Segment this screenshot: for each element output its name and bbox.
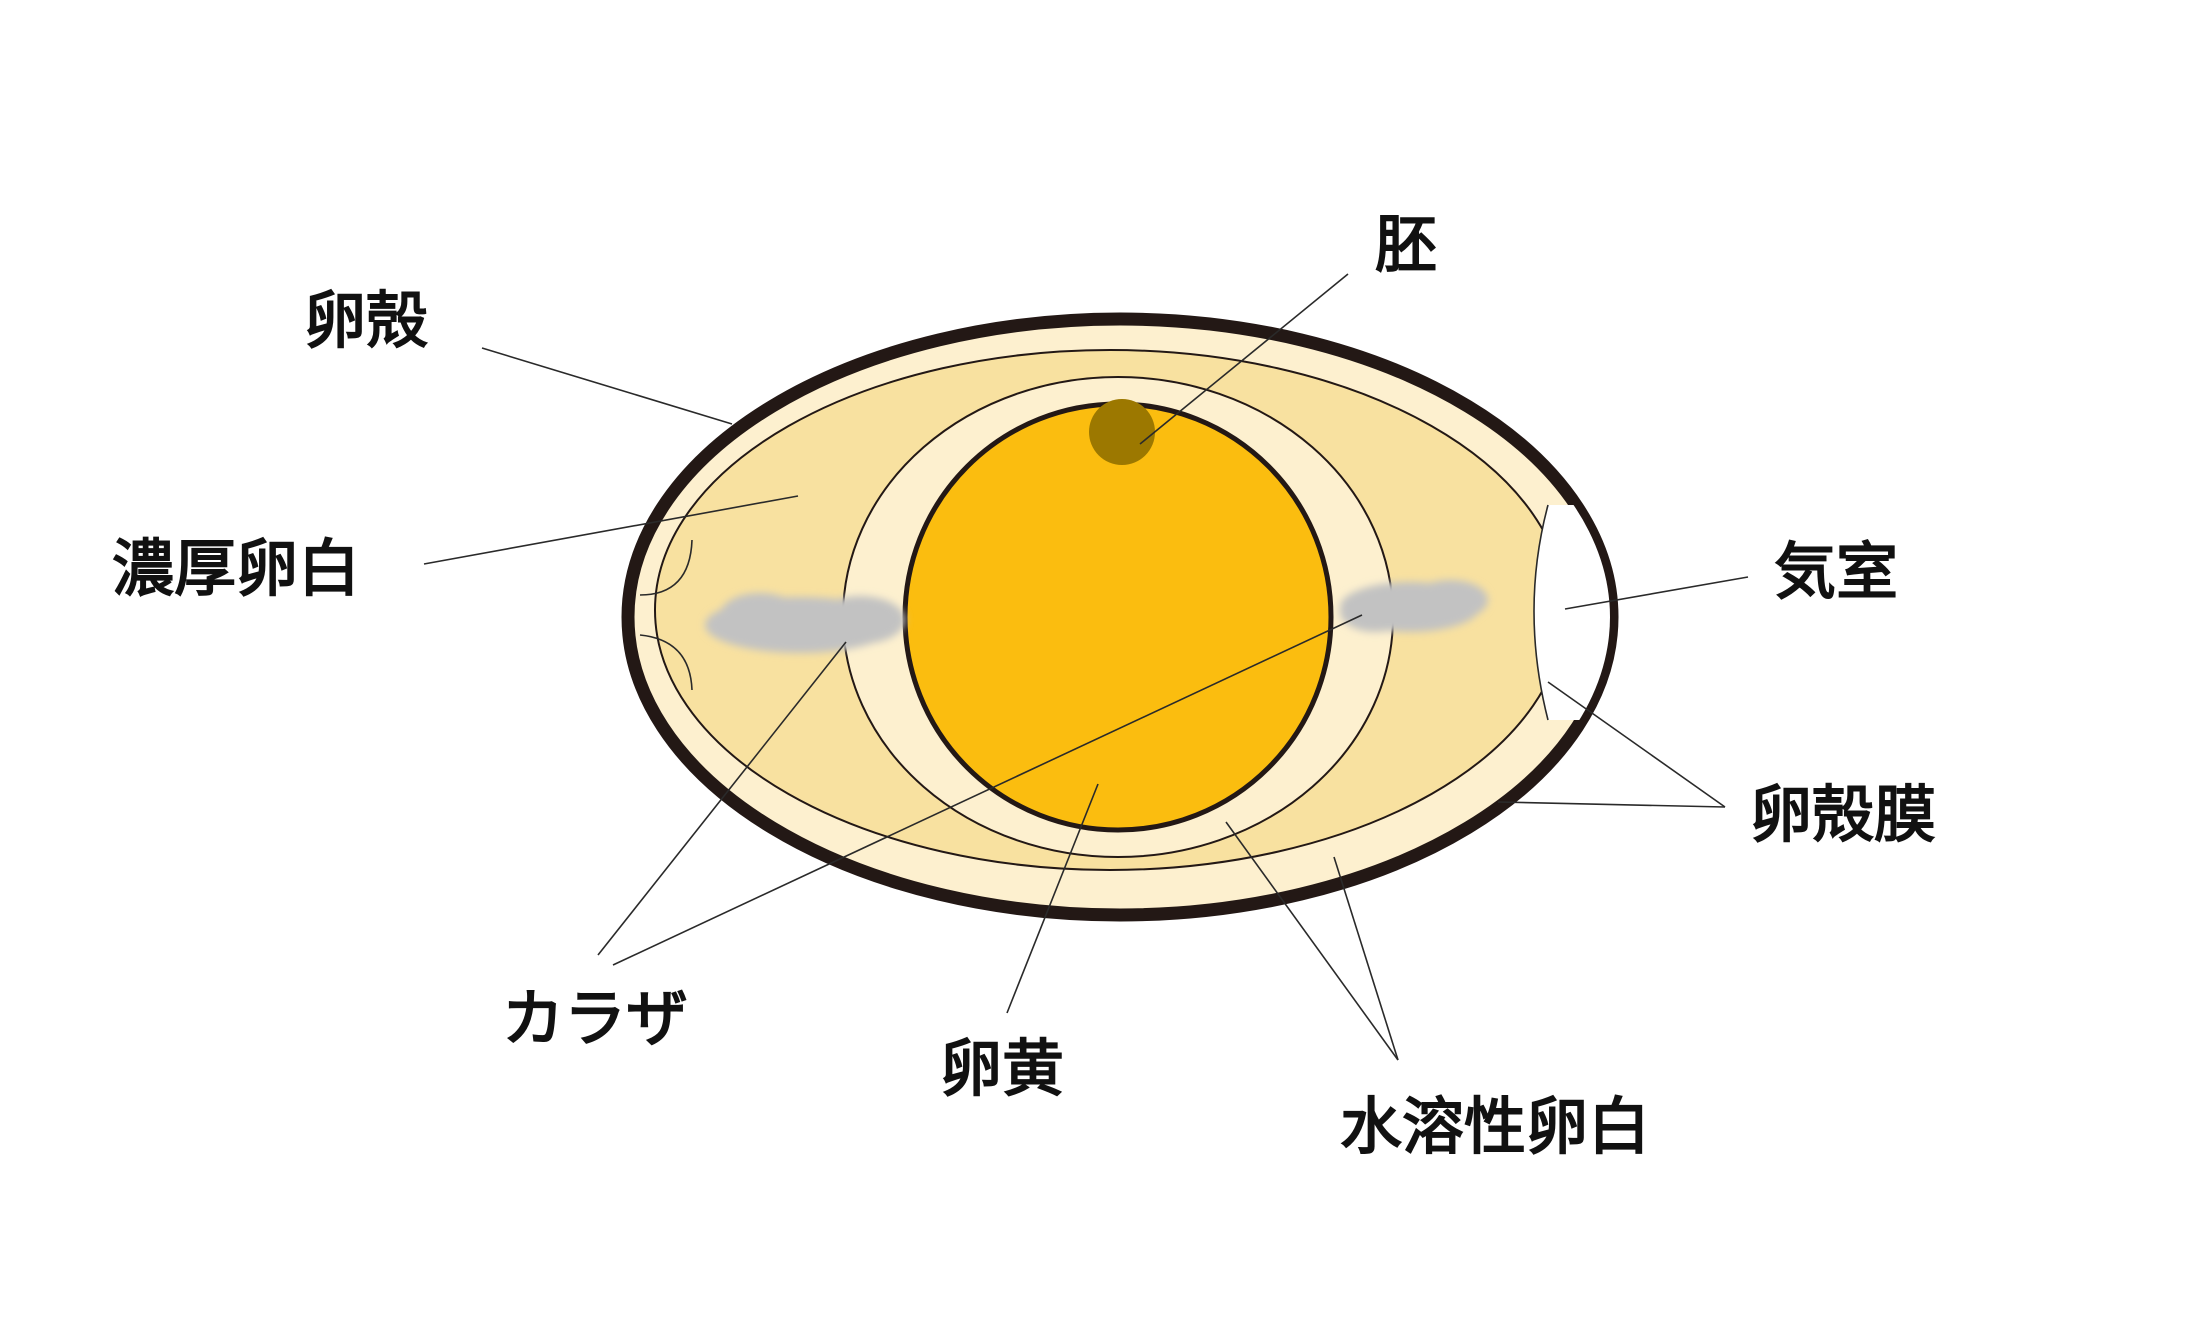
label-thin-albumen: 水溶性卵白 bbox=[1340, 1090, 1650, 1163]
leader-yolk bbox=[1006, 783, 1099, 1014]
label-air-cell: 気室 bbox=[1774, 535, 1898, 608]
label-shell: 卵殻 bbox=[304, 284, 429, 357]
leader-thick-albumen bbox=[423, 495, 799, 565]
chalaza-right bbox=[1340, 580, 1488, 632]
leader-air-cell bbox=[1564, 576, 1749, 610]
leader-membrane-2 bbox=[1497, 801, 1726, 808]
label-yolk: 卵黄 bbox=[940, 1032, 1064, 1105]
leader-chalaza-1 bbox=[597, 641, 847, 956]
leader-chalaza-2 bbox=[612, 614, 1363, 966]
leader-shell bbox=[481, 347, 733, 425]
chalaza-left bbox=[705, 593, 905, 653]
label-shell-membrane: 卵殻膜 bbox=[1750, 778, 1936, 851]
embryo bbox=[1089, 399, 1155, 465]
shell-membrane-left-lower bbox=[639, 634, 693, 691]
air-cell-membrane bbox=[1533, 504, 1549, 721]
label-chalaza: カラザ bbox=[502, 982, 688, 1055]
leader-embryo bbox=[1139, 273, 1349, 445]
leader-thin-albumen-1 bbox=[1225, 821, 1399, 1061]
shell-membrane-left bbox=[639, 539, 693, 596]
yolk bbox=[902, 401, 1334, 833]
leader-membrane-1 bbox=[1547, 681, 1726, 808]
label-embryo: 胚 bbox=[1375, 208, 1437, 281]
leader-thin-albumen-2 bbox=[1333, 856, 1399, 1061]
label-thick-albumen: 濃厚卵白 bbox=[112, 532, 360, 605]
